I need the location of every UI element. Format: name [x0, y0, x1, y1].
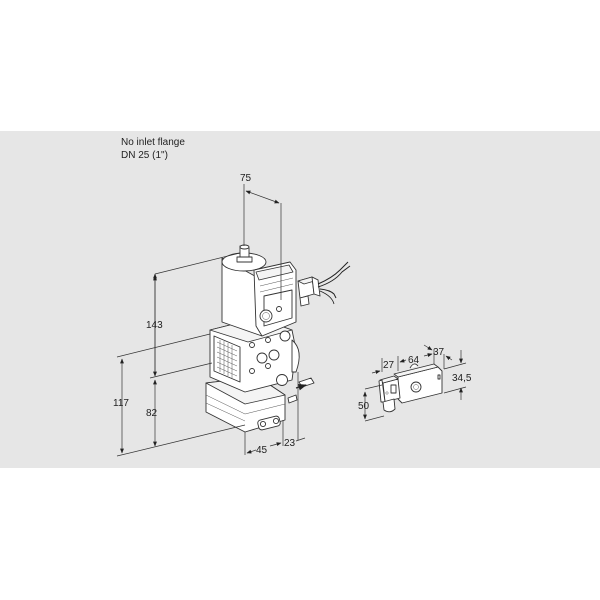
- dim-bottom-offset: 23: [284, 438, 296, 449]
- valve-assembly: [205, 244, 351, 433]
- dim-lower-height-inner: 82: [146, 408, 158, 419]
- dim-total-height: 143: [146, 320, 163, 331]
- detail-cable-gland: [382, 398, 396, 413]
- port-1: [256, 352, 268, 364]
- dim-detail-body-depth: 37: [433, 347, 445, 358]
- dim-bottom-depth: 45: [256, 445, 268, 456]
- caption-flange: No inlet flange: [121, 137, 185, 148]
- dim-lower-height-outer: 117: [113, 398, 129, 409]
- test-nipple: [276, 374, 288, 386]
- dim-detail-connector-length: 27: [383, 360, 395, 371]
- filter-grille: [216, 340, 238, 378]
- solenoid-actuator: [221, 244, 297, 337]
- caption-nominal-diameter: DN 25 (1"): [121, 150, 168, 161]
- dim-top-width: 75: [240, 173, 252, 184]
- electrical-connector: [297, 261, 351, 307]
- port-2: [268, 349, 280, 361]
- dim-detail-body-height: 34,5: [452, 373, 472, 384]
- side-fittings: [287, 377, 315, 404]
- detail-connector-view: 27 64 37 34,5 50: [358, 344, 472, 422]
- dim-detail-overall-height: 50: [358, 401, 370, 412]
- main-dimensions: 75 143 82 117 45 23: [113, 173, 306, 457]
- dim-detail-body-length: 64: [408, 355, 420, 366]
